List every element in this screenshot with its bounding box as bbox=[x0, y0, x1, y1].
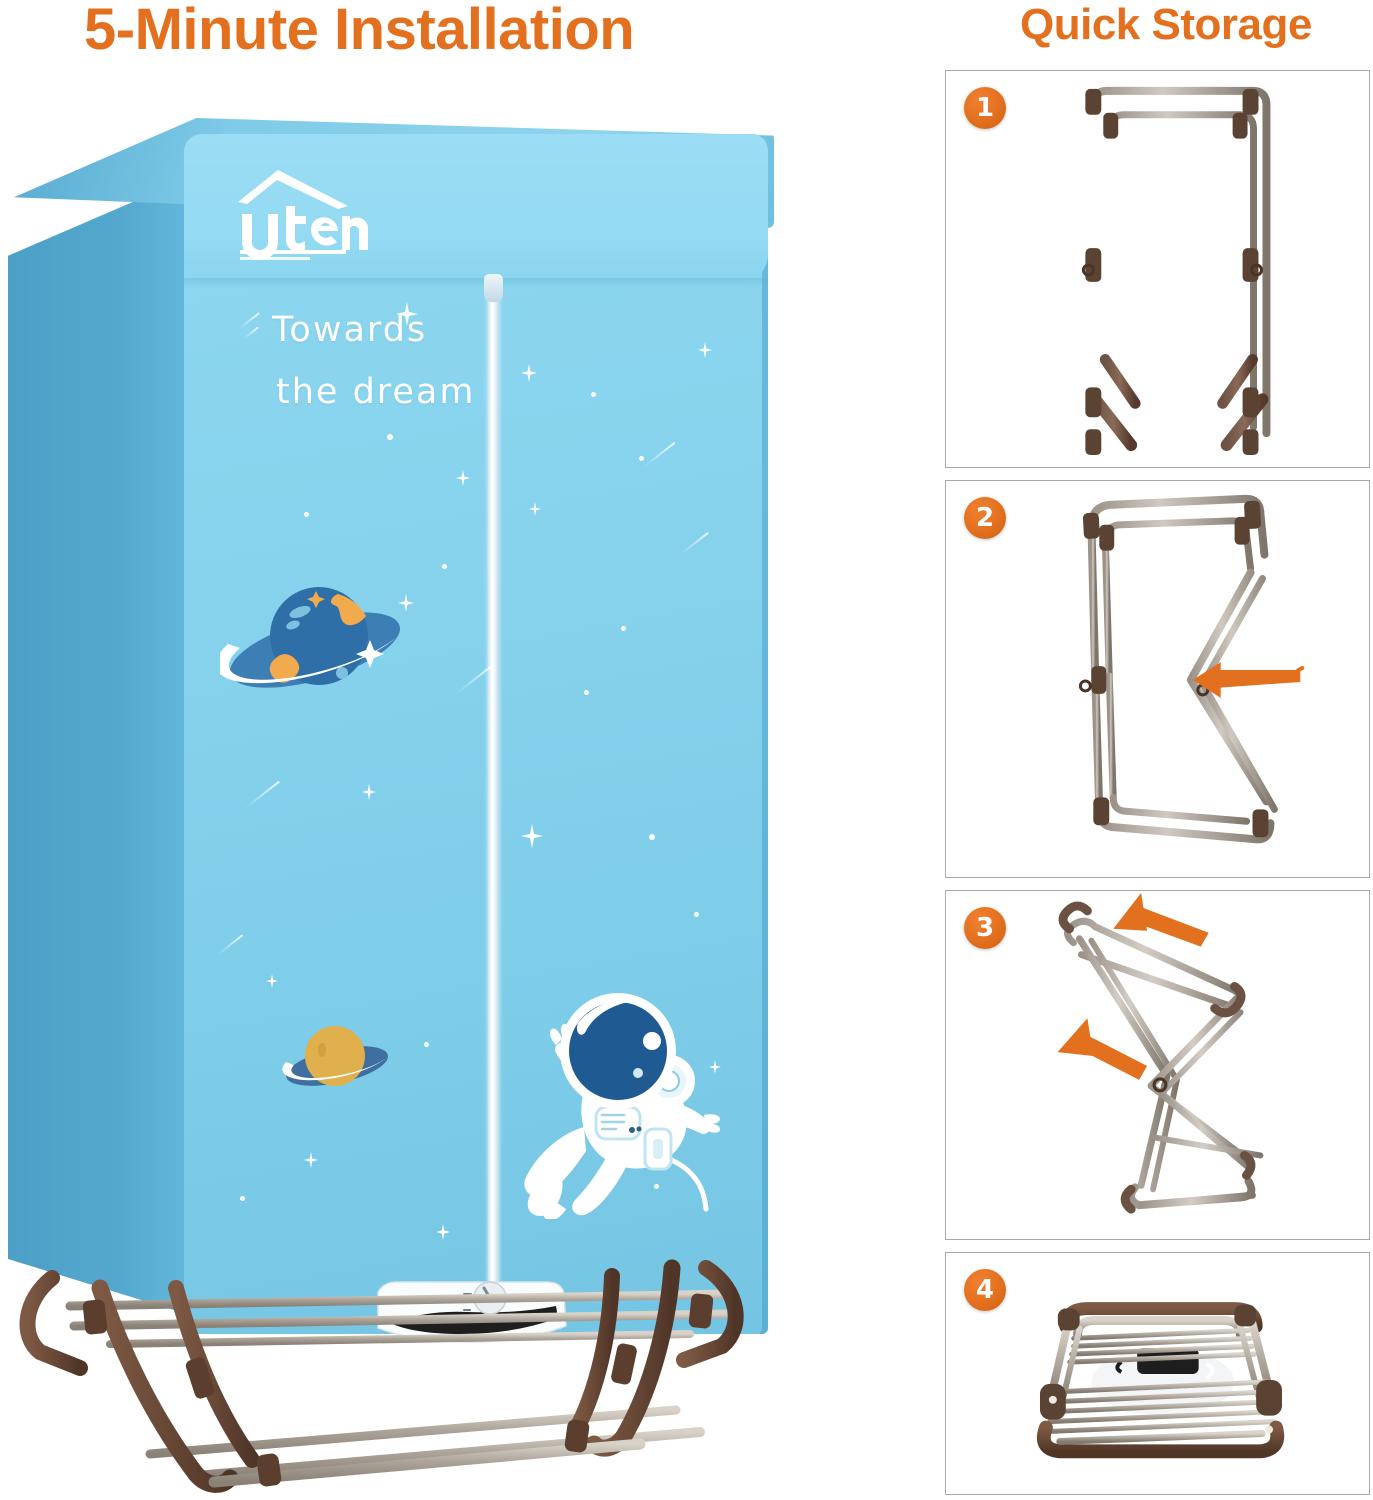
shooting-star-icon bbox=[243, 326, 259, 340]
arrow-left-icon bbox=[1057, 1018, 1148, 1080]
sparkle-star-icon bbox=[266, 974, 278, 988]
step-badge-4: 4 bbox=[964, 1269, 1006, 1311]
shooting-star-icon bbox=[216, 934, 244, 956]
shooting-star-icon bbox=[244, 780, 280, 810]
star-dot-icon bbox=[240, 1196, 245, 1201]
storage-step-panel-2: 2 bbox=[945, 480, 1370, 878]
star-dot-icon bbox=[621, 626, 626, 631]
quick-storage-steps: 1 bbox=[945, 70, 1370, 1495]
star-dot-icon bbox=[584, 690, 589, 695]
storage-step-panel-4: 4 bbox=[945, 1252, 1370, 1495]
cover-slogan-line2: the dream bbox=[276, 372, 476, 412]
star-dot-icon bbox=[387, 434, 393, 440]
step-badge-3: 3 bbox=[964, 907, 1006, 949]
star-dot-icon bbox=[424, 1042, 429, 1047]
sparkle-star-icon bbox=[456, 470, 470, 486]
step-badge-1: 1 bbox=[964, 87, 1006, 129]
star-dot-icon bbox=[591, 392, 596, 397]
cover-side-panel bbox=[8, 176, 193, 1316]
star-dot-icon bbox=[649, 834, 655, 840]
sparkle-star-icon bbox=[698, 342, 712, 358]
sparkle-star-icon bbox=[304, 1152, 318, 1168]
shooting-star-icon bbox=[642, 441, 676, 469]
page-title-storage: Quick Storage bbox=[1020, 0, 1312, 49]
page-title-installation: 5-Minute Installation bbox=[84, 0, 635, 62]
sparkle-star-icon bbox=[436, 1224, 450, 1240]
frame-folding-side-collapse-art bbox=[946, 481, 1369, 877]
cover-slogan-line1: Towards bbox=[272, 310, 428, 350]
storage-step-panel-1: 1 bbox=[945, 70, 1370, 468]
step-badge-2: 2 bbox=[964, 497, 1006, 539]
star-dot-icon bbox=[639, 456, 644, 461]
ringed-planet-blue-icon bbox=[220, 574, 405, 714]
star-dot-icon bbox=[442, 564, 447, 569]
product-photo-installation: Towards the dream bbox=[0, 80, 820, 1500]
floating-astronaut-icon bbox=[514, 989, 729, 1219]
dryer-stand-frame bbox=[0, 1248, 790, 1498]
brand-logo-uten bbox=[220, 162, 370, 260]
star-dot-icon bbox=[304, 512, 309, 517]
frame-scissor-collapse-art bbox=[946, 891, 1369, 1239]
star-dot-icon bbox=[694, 912, 699, 917]
sparkle-star-icon bbox=[362, 784, 376, 800]
star-dot-icon bbox=[654, 1184, 659, 1189]
arrow-left-icon bbox=[1192, 662, 1305, 698]
cover-front-face: Towards the dream bbox=[184, 134, 768, 1334]
sparkle-star-icon bbox=[521, 824, 543, 848]
frame-fully-folded-flat-art bbox=[946, 1253, 1369, 1494]
arrow-up-left-icon bbox=[1113, 892, 1209, 947]
ringed-planet-gold-icon bbox=[282, 1014, 392, 1098]
sparkle-star-icon bbox=[521, 364, 537, 382]
frame-upright-unfolded-art bbox=[946, 71, 1369, 467]
cover-zipper bbox=[484, 274, 503, 1308]
dryer-cabinet: Towards the dream bbox=[8, 98, 774, 1334]
storage-step-panel-3: 3 bbox=[945, 890, 1370, 1240]
sparkle-star-icon bbox=[529, 502, 541, 516]
shooting-star-icon bbox=[680, 531, 710, 555]
